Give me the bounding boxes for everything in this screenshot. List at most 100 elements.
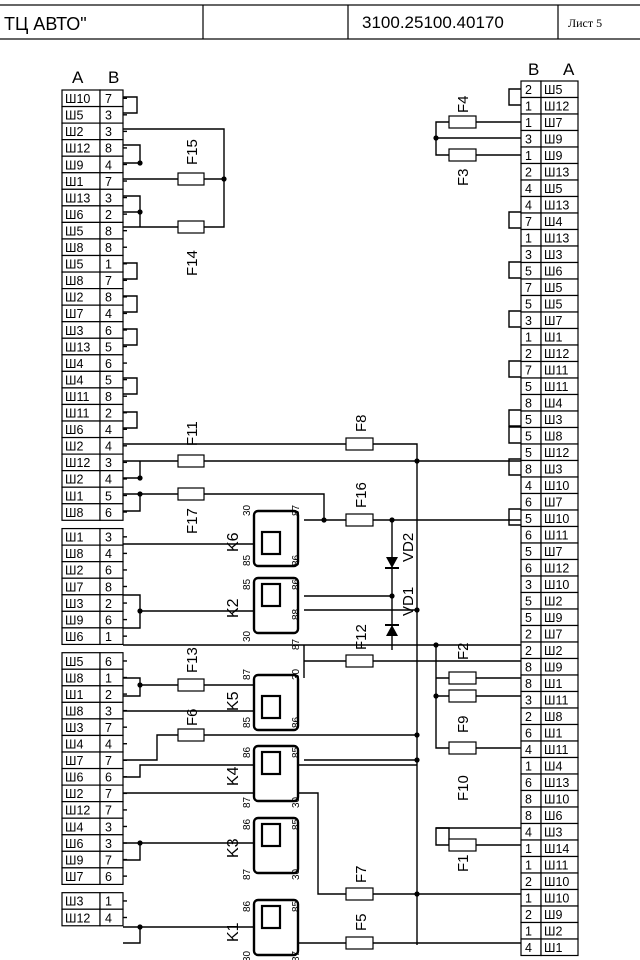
relay-k1: K1 86 85 30 87 — [225, 898, 302, 960]
connector-b-pin: 5 — [105, 489, 112, 503]
loop-bracket — [508, 211, 521, 229]
wire — [304, 595, 393, 650]
connector-b-pin: 1 — [525, 925, 532, 939]
fuse-f16 — [345, 513, 374, 527]
connector-a-label: Ш13 — [544, 776, 569, 790]
connector-b-pin: 1 — [105, 258, 112, 272]
connector-a-label: Ш11 — [544, 859, 568, 873]
fuse-f3-label: F3 — [455, 168, 472, 186]
relay-k4: K4 86 85 87 30 — [225, 744, 302, 808]
loop-bracket — [508, 310, 521, 328]
left-column-headers: А В — [72, 68, 119, 87]
fuse-f1-label: F1 — [455, 854, 472, 872]
connector-b-pin: 8 — [105, 291, 112, 305]
connector-a-label: Ш12 — [544, 347, 569, 361]
relay-k5-pin30: 30 — [291, 668, 302, 680]
fuse-f12 — [345, 654, 374, 668]
relay-k3-label: K3 — [225, 838, 242, 858]
connector-b-pin: 4 — [105, 307, 112, 321]
connector-row: Ш8 6 — [61, 503, 127, 521]
connector-b-pin: 3 — [525, 248, 532, 262]
connector-b-pin: 1 — [525, 760, 532, 774]
fuse-f7 — [345, 887, 374, 901]
connector-b-pin: 2 — [525, 908, 532, 922]
connector-a-label: Ш13 — [65, 191, 90, 205]
connector-b-pin: 8 — [105, 390, 112, 404]
connector-b-pin: 6 — [105, 613, 112, 627]
connector-a-label: Ш4 — [65, 738, 83, 752]
connector-a-label: Ш3 — [65, 597, 83, 611]
connector-b-pin: 5 — [525, 265, 532, 279]
loop-bracket — [508, 508, 521, 526]
connector-a-label: Ш8 — [544, 430, 562, 444]
connector-a-label: Ш8 — [65, 241, 83, 255]
fuses: F15 F14 F4 F3 F11 F8 F17 F16 F12 F13 F6 … — [177, 95, 477, 950]
fuse-f9-label: F9 — [455, 715, 472, 733]
connector-a-label: Ш3 — [544, 826, 562, 840]
connector-a-label: Ш11 — [544, 529, 568, 543]
connector-a-label: Ш3 — [65, 895, 83, 909]
junctions — [137, 135, 439, 930]
connector-a-label: Ш9 — [65, 158, 83, 172]
junction-dot — [137, 682, 143, 688]
connector-a-label: Ш8 — [65, 671, 83, 685]
junction-dot — [137, 840, 143, 846]
connector-a-label: Ш6 — [65, 837, 83, 851]
connector-b-pin: 5 — [105, 340, 112, 354]
connector-a-label: Ш5 — [65, 258, 83, 272]
fuse-f2-label: F2 — [455, 642, 472, 660]
relay-k4-pin85: 85 — [291, 746, 302, 758]
connector-a-label: Ш4 — [544, 760, 562, 774]
connector-a-label: Ш11 — [544, 364, 568, 378]
connector-a-label: Ш5 — [65, 655, 83, 669]
connector-a-label: Ш6 — [65, 771, 83, 785]
connector-b-pin: 7 — [105, 92, 112, 106]
fuse-f11-label: F11 — [184, 421, 201, 446]
connector-a-label: Ш7 — [544, 545, 562, 559]
connector-b-pin: 3 — [105, 820, 112, 834]
diode-vd1-label: VD1 — [400, 587, 417, 616]
relay-k2-pin30: 30 — [242, 630, 253, 642]
connector-b-pin: 3 — [525, 133, 532, 147]
connector-a-label: Ш1 — [544, 941, 562, 955]
connector-a-label: Ш5 — [544, 298, 562, 312]
wire — [123, 144, 141, 164]
fuse-f6-label: F6 — [184, 708, 201, 726]
connector-b-pin: 7 — [105, 804, 112, 818]
connector-a-label: Ш8 — [65, 506, 83, 520]
connector-b-pin: 6 — [105, 506, 112, 520]
connector-a-label: Ш9 — [544, 611, 562, 625]
wire — [123, 927, 141, 944]
connector-b-pin: 2 — [525, 710, 532, 724]
relay-k2-pin87: 87 — [291, 638, 302, 650]
connector-a-label: Ш9 — [544, 149, 562, 163]
junction-dot — [433, 693, 439, 699]
connector-b-pin: 4 — [105, 547, 112, 561]
relay-k5-label: K5 — [225, 691, 242, 711]
connector-a-label: Ш11 — [544, 380, 568, 394]
connector-b-pin: 3 — [105, 837, 112, 851]
relay-k3-pin85: 85 — [291, 818, 302, 830]
junction-dot — [137, 209, 143, 215]
